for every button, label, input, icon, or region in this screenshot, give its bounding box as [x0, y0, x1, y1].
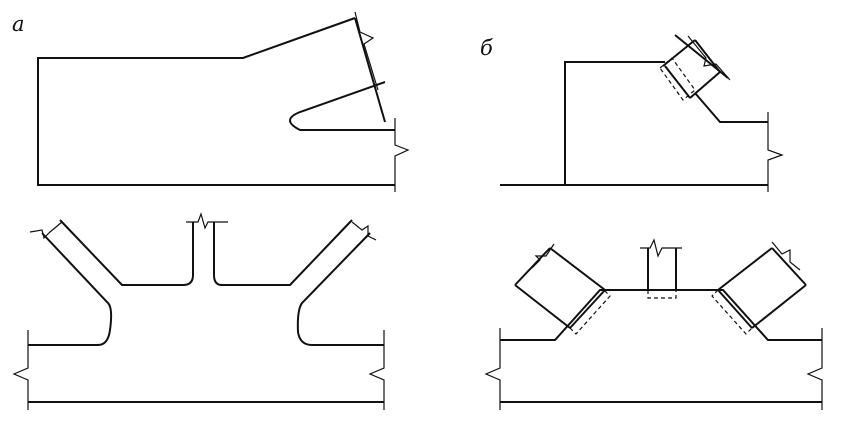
stem-hidden-end — [647, 290, 677, 299]
right-hidden-end — [711, 289, 753, 335]
joint-b-top-outline — [500, 34, 768, 186]
stem-member — [647, 248, 677, 290]
joint-b-bottom-outline — [500, 289, 822, 403]
branch-left-break — [29, 221, 63, 240]
break-line-upper — [354, 11, 379, 91]
panel-a-bottom-joint — [12, 212, 385, 410]
panel-label-a: а — [12, 12, 25, 36]
joint-a-bottom-outline — [28, 219, 384, 403]
column-break-b — [767, 112, 784, 192]
panel-label-b: б — [480, 36, 493, 60]
stem-break-b — [640, 238, 682, 258]
branch-right-member — [717, 247, 807, 329]
knee-member-b — [662, 39, 721, 99]
branch-right-break-b — [771, 241, 801, 271]
base-left-break-b — [484, 328, 501, 410]
left-hidden-end — [569, 289, 611, 335]
branch-left-member — [514, 247, 606, 329]
panel-a-top-joint — [37, 11, 410, 192]
branch-right-break — [351, 221, 377, 241]
branch-left-break-b — [531, 243, 555, 269]
joint-a-top-outline — [37, 17, 395, 186]
panel-b-top-joint — [500, 34, 784, 192]
panel-b-bottom-joint — [484, 238, 823, 410]
break-line-lower — [394, 118, 410, 192]
base-right-break — [368, 330, 385, 410]
knee-member-break — [687, 35, 731, 81]
base-left-break — [12, 330, 29, 410]
base-right-break-b — [806, 328, 823, 410]
stem-break — [186, 212, 228, 230]
knee-hidden-end — [659, 57, 696, 101]
